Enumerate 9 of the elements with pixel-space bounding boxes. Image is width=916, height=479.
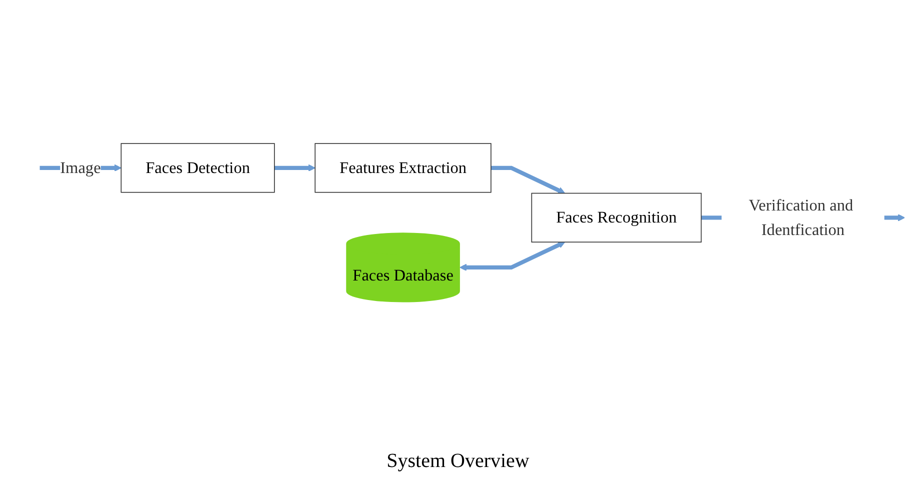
edge-label: Image: [60, 159, 101, 178]
arrow: [460, 242, 566, 272]
node-box: Faces Detection: [120, 143, 275, 194]
arrow: [274, 164, 316, 172]
node-box: Features Extraction: [314, 143, 492, 194]
edge-label: Verification and Identfication: [748, 196, 854, 240]
caption: System Overview: [386, 449, 530, 474]
arrow: [490, 166, 566, 194]
node-box: Faces Recognition: [531, 193, 702, 243]
